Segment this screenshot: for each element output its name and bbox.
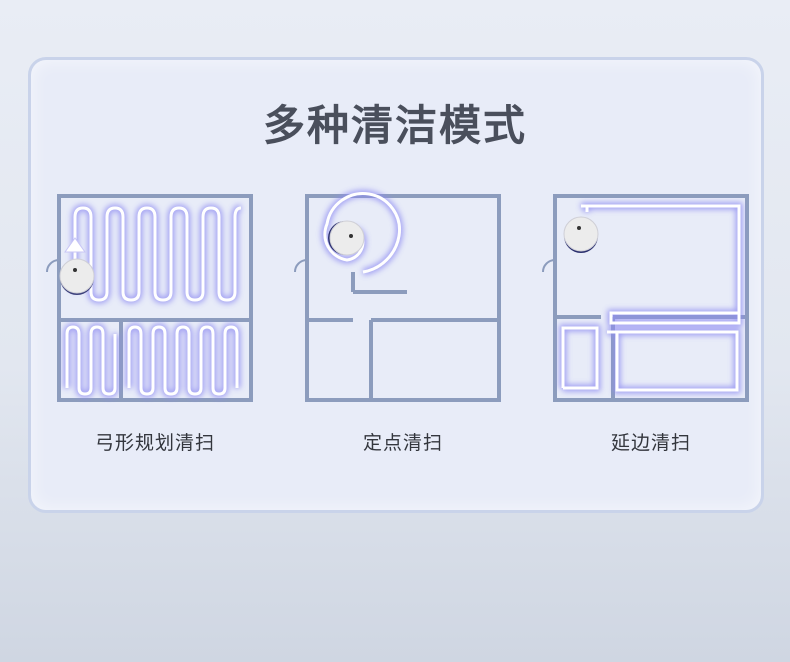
spot-cleaning-map-icon: [294, 190, 501, 402]
modes-panel: [28, 57, 764, 513]
page-title: 多种清洁模式: [262, 101, 527, 150]
edge-cleaning-map-icon: [542, 194, 749, 402]
mode-card-spot: [294, 190, 503, 404]
mode-label-zigzag: 弓形规划清扫: [94, 432, 215, 454]
mode-card-zigzag: [46, 192, 255, 404]
mode-label-spot: 定点清扫: [362, 432, 443, 454]
zigzag-cleaning-map-icon: [46, 194, 253, 402]
mode-label-edge: 延边清扫: [610, 432, 691, 454]
mode-card-edge: [542, 192, 751, 404]
